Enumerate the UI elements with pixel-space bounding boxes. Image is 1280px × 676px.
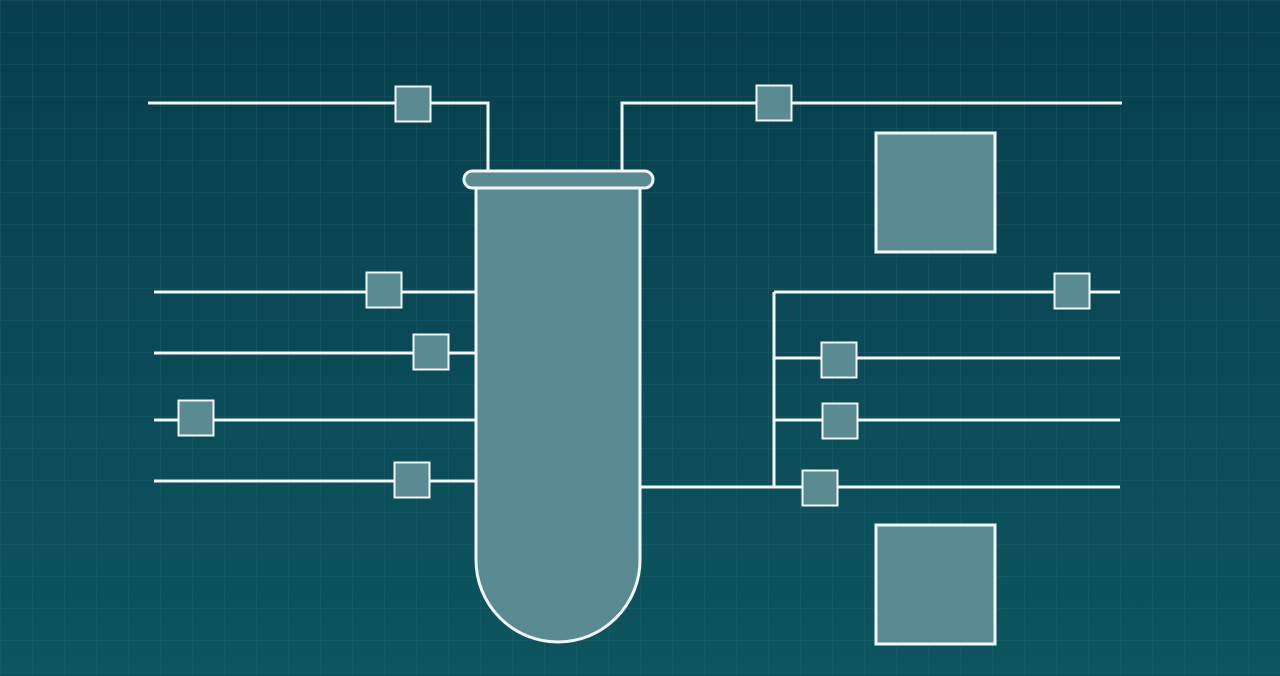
tube-body <box>474 184 642 644</box>
pipe-top-left <box>148 101 490 172</box>
valve-markers <box>177 84 1091 507</box>
valve-right-1 <box>1053 272 1091 310</box>
valve-right-3 <box>821 402 859 440</box>
valve-left-3 <box>177 399 215 437</box>
tube-rim <box>462 169 655 190</box>
test-tube-vessel <box>462 169 655 644</box>
module-blocks <box>874 131 997 646</box>
valve-left-2 <box>412 333 450 371</box>
valve-top-right <box>755 84 793 122</box>
valve-top-left <box>394 85 432 123</box>
module-block-top <box>874 131 997 254</box>
valve-left-4 <box>393 461 431 499</box>
module-block-bottom <box>874 523 997 646</box>
valve-right-2 <box>820 341 858 379</box>
pipe-top-right <box>620 101 1122 172</box>
valve-outlet <box>801 469 839 507</box>
valve-left-1 <box>365 271 403 309</box>
